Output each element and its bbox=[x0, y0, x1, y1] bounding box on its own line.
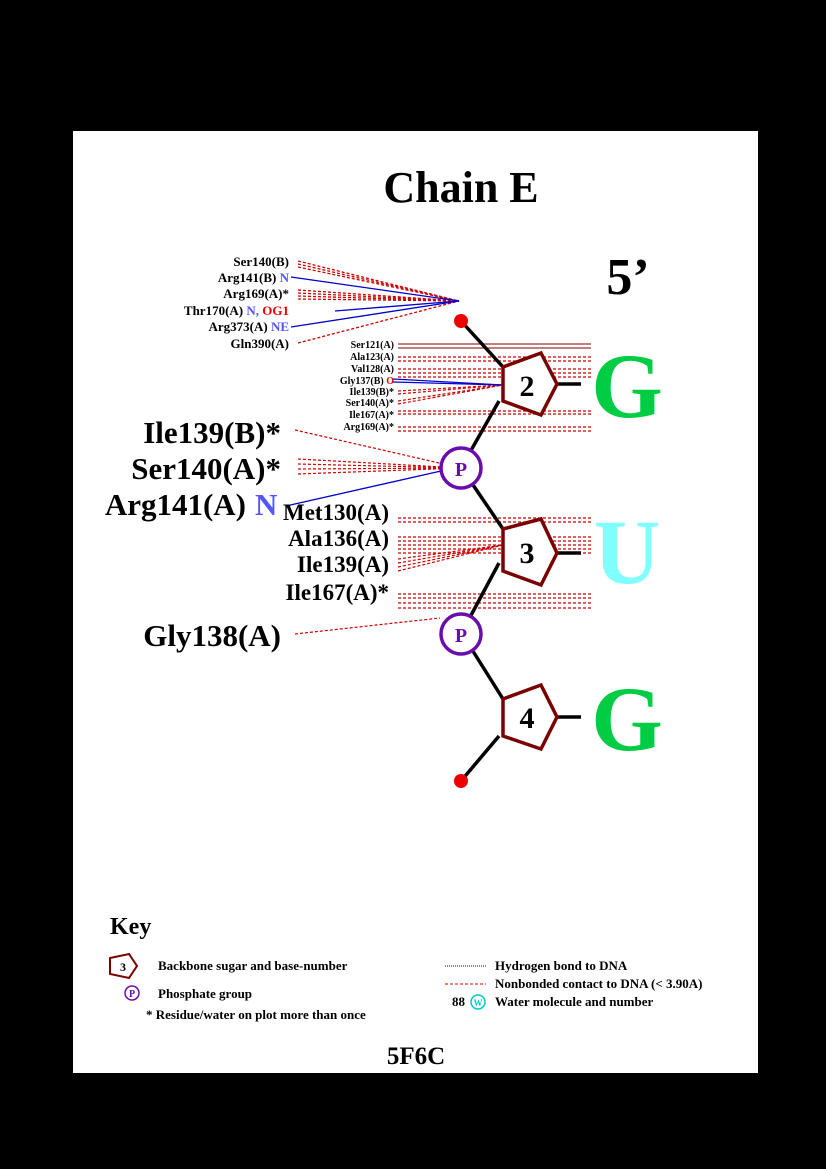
residue-label: Ser121(A) bbox=[351, 340, 394, 351]
contact-line bbox=[297, 298, 460, 302]
residue-label: Arg169(A)* bbox=[223, 286, 289, 301]
residue-label: Arg373(A) NE bbox=[208, 319, 289, 334]
sugar-2: 2 bbox=[501, 350, 559, 418]
contact-line bbox=[297, 463, 462, 469]
contact-line bbox=[294, 429, 462, 469]
key-hbond-text: Hydrogen bond to DNA bbox=[495, 958, 628, 973]
phosphate-label: P bbox=[455, 459, 467, 481]
contact-line bbox=[297, 458, 462, 469]
base-letter: G bbox=[591, 668, 663, 770]
residue-label: Arg169(A)* bbox=[343, 422, 394, 433]
residue-label: Met130(A) bbox=[283, 500, 389, 525]
backbone-bond bbox=[459, 319, 505, 369]
sugar-number: 3 bbox=[520, 537, 535, 570]
nucplot-diagram: Chain E 5’ bbox=[105, 163, 703, 1070]
key-sugar-text: Backbone sugar and base-number bbox=[158, 958, 348, 973]
backbone-bond bbox=[469, 481, 505, 530]
contact-line bbox=[294, 617, 441, 635]
base-letter: U bbox=[594, 501, 660, 603]
residue-label: Ile139(B)* bbox=[143, 415, 281, 450]
water-key-icon bbox=[470, 994, 486, 1010]
key-nonbonded-text: Nonbonded contact to DNA (< 3.90A) bbox=[495, 976, 702, 991]
residue-label: Val128(A) bbox=[351, 364, 394, 375]
sugar3-labels: Met130(A) Ala136(A) Ile139(A) Ile167(A)* bbox=[283, 500, 389, 605]
sugar-3: 3 bbox=[501, 516, 559, 588]
residue-label: Ile139(A) bbox=[297, 552, 389, 577]
residue-label: Thr170(A) N, OG1 bbox=[184, 303, 289, 318]
contact-line bbox=[397, 544, 504, 564]
key-title: Key bbox=[110, 914, 151, 940]
contact-line bbox=[297, 300, 460, 344]
phosphate-circle bbox=[439, 446, 483, 490]
contact-line bbox=[397, 384, 504, 395]
sugar2-labels: Ser121(A) Ala123(A) Val128(A) Gly137(B) … bbox=[340, 340, 394, 433]
phosphate-key-icon bbox=[124, 985, 140, 1001]
residue-label: Ser140(A)* bbox=[346, 398, 394, 409]
key-phosphate-text: Phosphate group bbox=[158, 986, 252, 1001]
hbond-line bbox=[290, 276, 460, 302]
backbone-bond bbox=[469, 647, 505, 700]
backbone-bond bbox=[459, 734, 501, 783]
contact-line bbox=[397, 544, 504, 568]
sugar-number: 2 bbox=[520, 370, 535, 403]
contact-line bbox=[297, 292, 460, 302]
key-water-text: Water molecule and number bbox=[495, 994, 654, 1009]
sugar-key-number: 3 bbox=[120, 960, 126, 974]
residue-label: Ile167(A)* bbox=[349, 410, 394, 421]
residue-label: Gly138(A) bbox=[143, 618, 281, 653]
atom-label: N bbox=[255, 487, 277, 522]
phosphate-key-letter: P bbox=[129, 989, 135, 1000]
five-prime-label: 5’ bbox=[606, 249, 649, 306]
terminal-atom-3prime bbox=[454, 774, 468, 788]
residue-label: Ile167(A)* bbox=[286, 580, 389, 605]
terminal-atom-5prime bbox=[454, 314, 468, 328]
residue-label: Arg141(A) bbox=[105, 487, 246, 522]
hbond-line bbox=[334, 300, 460, 312]
phosphate-label: P bbox=[455, 625, 467, 647]
residue-label: Ala123(A) bbox=[350, 352, 394, 363]
phosphate-circle bbox=[439, 612, 483, 656]
hbond-line bbox=[392, 381, 504, 386]
contact-line bbox=[297, 260, 460, 302]
contact-line bbox=[297, 467, 462, 475]
phosphate-2: P bbox=[439, 612, 483, 656]
contact-line bbox=[397, 544, 504, 560]
residue-label: Ile139(B)* bbox=[350, 387, 394, 398]
sugar-pentagon bbox=[501, 516, 559, 588]
base-letter: G bbox=[591, 335, 663, 437]
residue-label: Ser140(B) bbox=[233, 254, 289, 269]
hbond-line bbox=[285, 470, 442, 507]
water-key-letter: W bbox=[474, 998, 483, 1008]
residue-label: Arg141(B) N bbox=[218, 270, 290, 285]
contact-line bbox=[297, 289, 460, 302]
chain-title: Chain E bbox=[383, 163, 538, 212]
sugar-key-icon bbox=[109, 952, 139, 980]
hbond-line bbox=[290, 300, 460, 328]
contact-line bbox=[397, 384, 504, 402]
plot-sheet: Chain E 5’ bbox=[73, 131, 758, 1073]
sugar-number: 4 bbox=[520, 702, 535, 735]
key-water-number: 88 bbox=[452, 994, 466, 1009]
residue-label: Ala136(A) bbox=[288, 526, 389, 551]
contact-line bbox=[297, 467, 462, 470]
phosphate1-labels: Ile139(B)* Ser140(A)* Arg141(A) N bbox=[105, 415, 281, 522]
residue-label: Ser140(A)* bbox=[131, 451, 281, 486]
contact-line bbox=[297, 266, 460, 302]
sugar-pentagon bbox=[501, 350, 559, 418]
residue-label: Gln390(A) bbox=[231, 336, 290, 351]
key-star-text: * Residue/water on plot more than once bbox=[146, 1007, 366, 1022]
key-legend: Key 3 Backbone sugar and base-number P P… bbox=[109, 914, 702, 1022]
contact-line bbox=[397, 384, 504, 405]
sugar-pentagon bbox=[501, 682, 559, 752]
residue-label: Gly137(B) O bbox=[340, 376, 394, 387]
pdb-code: 5F6C bbox=[387, 1043, 445, 1070]
top-cluster-labels: Ser140(B) Arg141(B) N Arg169(A)* Thr170(… bbox=[184, 254, 290, 351]
phosphate-1: P bbox=[439, 446, 483, 490]
sugar-4: 4 bbox=[501, 682, 559, 752]
contact-line bbox=[397, 544, 504, 572]
contact-line bbox=[297, 295, 460, 302]
